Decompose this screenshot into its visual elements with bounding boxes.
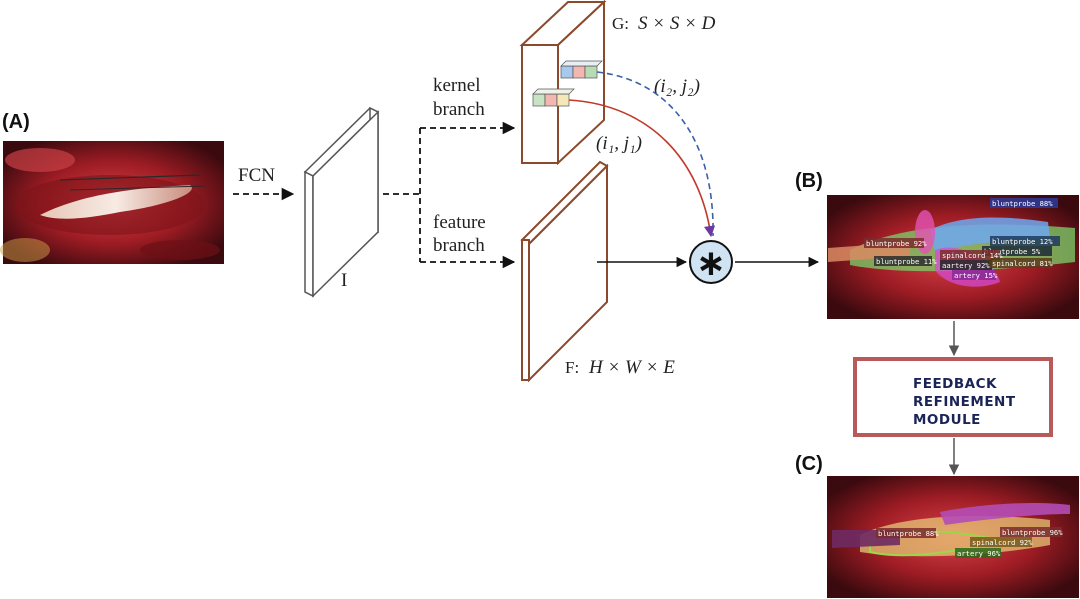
detection-label: bluntprobe 11% [876,257,937,266]
f-dims: H × W × E [588,357,675,378]
kernel-cell-i1j1 [532,88,575,107]
position-i1j1: (i₁, j₁) [596,133,642,154]
detection-label: artery 96% [957,549,1001,558]
detection-label: bluntprobe 88% [878,529,939,538]
feature-branch-label-1: feature [433,212,486,233]
panel-label-c: (C) [795,453,823,475]
detection-label: bluntprobe 96% [1002,528,1063,537]
input-symbol: I [341,270,347,291]
detection-label: spinalcord 92% [972,538,1033,547]
detection-label: bluntprobe 12% [992,237,1053,246]
detections-b: bluntprobe 88% bluntprobe 92% bluntprobe… [864,198,1060,280]
feature-tensor-f [520,160,609,383]
kernel-curve-i1j1 [568,99,716,238]
f-label-prefix: F: [565,358,579,377]
feedback-refinement-module: FEEDBACK REFINEMENT MODULE [853,357,1053,437]
detection-label: aartery 92% [942,261,990,270]
detection-label: bluntprobe 88% [992,199,1053,208]
panel-label-b: (B) [795,170,823,192]
kernel-cell-i2j2 [560,60,603,79]
module-label-line3: MODULE [913,412,981,428]
surgical-image-a [0,141,224,264]
module-label-line2: REFINEMENT [913,394,1016,410]
detection-label: bluntprobe 5% [984,247,1041,256]
feature-branch-label-2: branch [433,235,485,256]
convolution-operator: ∗ [689,240,733,284]
detection-label: spinalcord 81% [992,259,1053,268]
segmentation-image-c [827,476,1079,598]
g-label-prefix: G: [612,14,629,33]
kernel-branch-label-1: kernel [433,75,480,96]
kernel-branch-label-2: branch [433,99,485,120]
kernel-tensor-g [519,0,607,166]
position-i2j2: (i₂, j₂) [654,76,700,97]
detection-label: spinalcord 14% [942,251,1003,260]
detection-label: bluntprobe 92% [866,239,927,248]
convolution-symbol: ∗ [696,243,726,284]
kernel-curve-i2j2 [596,71,714,237]
detection-label: artery 15% [954,271,998,280]
detections-c: bluntprobe 88% bluntprobe 96% spinalcord… [876,527,1063,558]
g-dims: S × S × D [638,13,716,34]
panel-label-a: (A) [2,111,30,133]
fcn-label: FCN [238,165,275,186]
module-label-line1: FEEDBACK [913,376,997,392]
input-feature-plate [303,106,380,298]
